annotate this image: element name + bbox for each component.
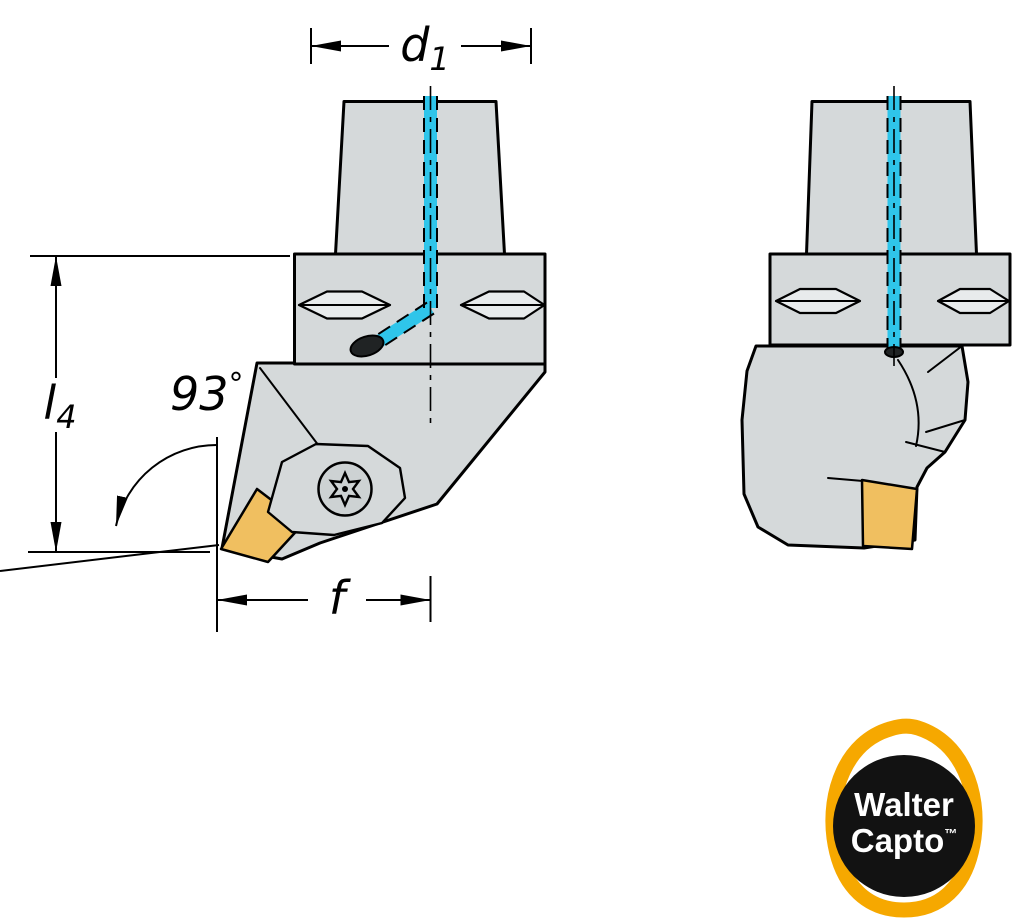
logo-circle	[833, 755, 975, 897]
f-label: f	[329, 571, 351, 625]
dimension-l4: l4	[28, 255, 290, 553]
front-view	[219, 86, 547, 564]
head-detail-line	[259, 367, 323, 451]
l4-label: l4	[43, 376, 76, 436]
side-view	[740, 86, 1012, 551]
screw-center	[342, 486, 348, 492]
walter-capto-logo: Walter Capto™	[825, 718, 983, 918]
angle-annotation: 93°	[0, 367, 244, 632]
cutting-insert-side	[860, 478, 919, 551]
angle-arc	[115, 443, 218, 527]
coolant-outlet-hole	[349, 334, 385, 358]
logo-line1: Walter	[854, 786, 954, 823]
flange-grooves-side	[774, 287, 1011, 315]
torx-recess-icon	[328, 470, 362, 508]
angle-label: 93°	[170, 367, 244, 421]
tool-head-side	[740, 344, 970, 550]
coolant-channel	[373, 96, 438, 349]
machined-surface-line	[0, 544, 220, 572]
dimension-d1: d1	[310, 18, 532, 78]
tool-shank	[334, 100, 506, 256]
head-facet-lines	[827, 345, 966, 482]
flange-grooves	[297, 290, 546, 320]
d1-label: d1	[400, 18, 450, 78]
logo-line2: Capto™	[851, 822, 958, 859]
dimension-f: f	[217, 571, 432, 625]
